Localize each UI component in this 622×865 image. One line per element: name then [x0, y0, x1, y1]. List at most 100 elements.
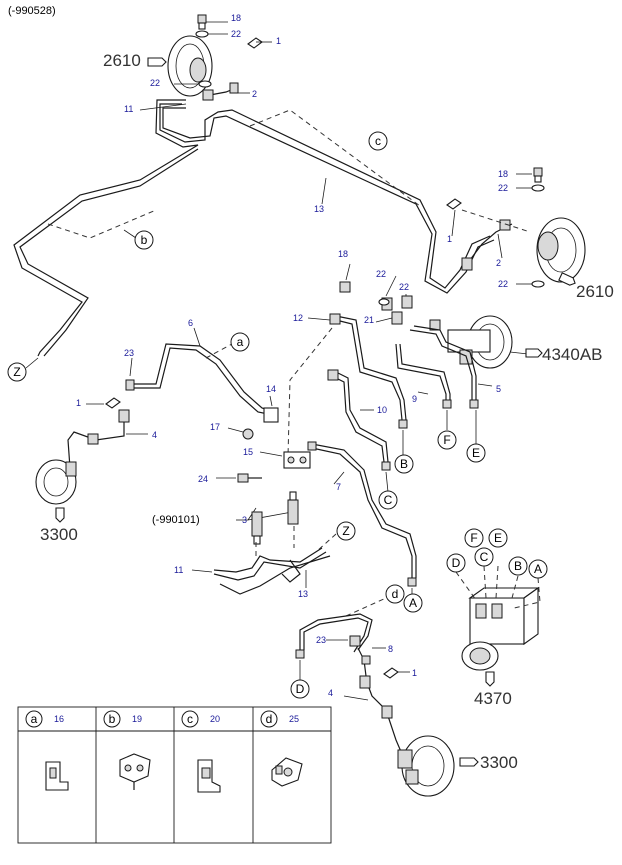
- callout-F-upper-text: F: [443, 433, 450, 447]
- label-1-left: 1: [76, 398, 81, 408]
- callout-C-upper-text: C: [384, 493, 393, 507]
- callout-b-left-text: b: [141, 233, 148, 247]
- label-24: 24: [198, 474, 208, 484]
- label-1-lower: 1: [412, 668, 417, 678]
- bracket-1-lower: [383, 667, 399, 679]
- pointer-icon-2610-top: [147, 57, 167, 67]
- callout-C-upper: [378, 490, 398, 510]
- hose-fitting-3-left: [251, 511, 263, 545]
- label-18-top: 18: [231, 13, 241, 23]
- callout-A-abs: [528, 559, 548, 579]
- label-9: 9: [412, 394, 417, 404]
- pointer-icon-3300-left: [55, 507, 65, 523]
- brake-pipe-12: [335, 315, 407, 421]
- legend-letter-c: c: [187, 712, 193, 726]
- callout-C-abs: [474, 547, 494, 567]
- legend-callout-b: [103, 710, 121, 728]
- label-17: 17: [210, 422, 220, 432]
- pointer-icon-4370: [485, 671, 495, 687]
- rear-left-caliper: [35, 459, 77, 505]
- pointer-icon-4340ab: [525, 348, 543, 358]
- callout-A-abs-text: A: [534, 562, 542, 576]
- legend-callout-a: [25, 710, 43, 728]
- callout-a-mid-text: a: [237, 335, 244, 349]
- callout-a-mid: [230, 332, 250, 352]
- hose-8-fitting: [357, 647, 371, 677]
- brake-booster: [447, 315, 513, 369]
- callout-C-abs-text: C: [480, 550, 489, 564]
- front-left-brake-disc: [167, 35, 213, 97]
- bolt-18-top: [197, 14, 207, 30]
- bracket-1-top: [247, 37, 263, 49]
- callout-D-abs-text: D: [452, 556, 461, 570]
- label-23-lower: 23: [316, 635, 326, 645]
- label-1-top: 1: [276, 36, 281, 46]
- brake-hose-4-lower: [359, 675, 403, 755]
- brake-pipe-11-lower: [213, 547, 331, 595]
- label-8: 8: [388, 644, 393, 654]
- ref-3300-bottom: 3300: [480, 753, 518, 772]
- pointer-icon-3300-bottom: [459, 757, 479, 767]
- brake-hose-2-top: [202, 82, 239, 101]
- washer-22-left: [198, 80, 212, 88]
- callout-E-abs: [488, 528, 508, 548]
- brake-pipe-13-top: [13, 99, 495, 357]
- front-right-brake-disc: [536, 217, 586, 283]
- label-2-top: 2: [252, 89, 257, 99]
- proportioning-valve-15: [283, 451, 311, 469]
- label-4-left: 4: [152, 430, 157, 440]
- brake-hose-2-right: [461, 219, 513, 271]
- label-22-top: 22: [231, 29, 241, 39]
- callout-F-abs-text: F: [470, 531, 477, 545]
- label-23-mid: 23: [124, 348, 134, 358]
- rear-right-caliper: [397, 735, 455, 797]
- callout-F-upper: [437, 430, 457, 450]
- label-3: 3: [242, 515, 247, 525]
- label-5: 5: [496, 384, 501, 394]
- bracket-1-left: [105, 397, 121, 409]
- label-2-right: 2: [496, 258, 501, 268]
- callout-E-upper: [466, 443, 486, 463]
- legend-part-c: 20: [210, 714, 220, 724]
- clip-25-icon: [271, 757, 303, 787]
- label-22-left: 22: [150, 78, 160, 88]
- callout-A-mid-text: A: [409, 596, 417, 610]
- callout-D-lower: [290, 679, 310, 699]
- date-code-top: (-990528): [8, 5, 56, 17]
- bracket-1-right: [446, 198, 462, 210]
- ref-2610-right: 2610: [576, 282, 614, 301]
- label-7: 7: [336, 482, 341, 492]
- label-22-center-left: 22: [376, 269, 386, 279]
- brake-pipe-6: [132, 343, 269, 415]
- callout-B-upper: [394, 454, 414, 474]
- brake-pipe-5: [409, 325, 477, 400]
- brake-pipe-10: [331, 371, 389, 463]
- callout-z-mid-text: Z: [342, 524, 349, 538]
- ref-4340ab: 4340AB: [542, 345, 603, 364]
- label-6: 6: [188, 318, 193, 328]
- hose-fitting-3-right: [287, 491, 299, 525]
- clip-19-icon: [119, 753, 151, 790]
- legend-callout-d: [260, 710, 278, 728]
- legend-part-b: 19: [132, 714, 142, 724]
- brake-pipe-7: [311, 443, 417, 578]
- label-11-top: 11: [124, 104, 133, 114]
- callout-c-top-text: c: [375, 134, 381, 148]
- callout-E-abs-text: E: [494, 531, 502, 545]
- callout-d-mid: [385, 584, 405, 604]
- callout-B-abs-text: B: [514, 559, 522, 573]
- label-21: 21: [364, 315, 374, 325]
- callout-F-abs: [464, 528, 484, 548]
- callout-d-mid-text: d: [392, 587, 399, 601]
- label-13-top: 13: [314, 204, 324, 214]
- washer-22-top: [195, 30, 209, 38]
- callout-D-lower-text: D: [296, 682, 305, 696]
- brake-pipe-9: [395, 343, 451, 408]
- callout-E-upper-text: E: [472, 446, 480, 460]
- washer-22-right-bottom: [531, 280, 545, 288]
- master-cylinder-fittings: [339, 281, 441, 331]
- label-10: 10: [377, 405, 387, 415]
- ref-3300-left: 3300: [40, 525, 78, 544]
- callout-A-mid: [403, 593, 423, 613]
- callout-z-left-text: Z: [13, 365, 20, 379]
